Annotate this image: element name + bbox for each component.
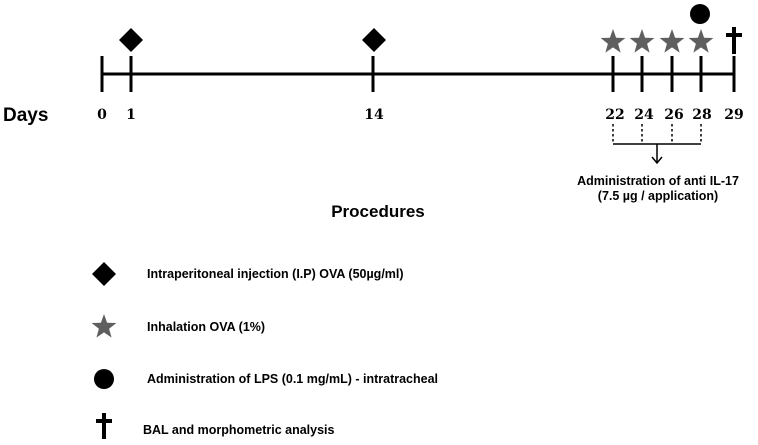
legend-text: Inhalation OVA (1%): [147, 320, 265, 334]
star-icon: [688, 29, 714, 53]
circle-icon: [94, 369, 114, 389]
legend-item: BAL and morphometric analysis: [96, 413, 335, 439]
diamond-icon: [119, 28, 143, 52]
day-label: 26: [664, 107, 683, 123]
legend: Intraperitoneal injection (I.P) OVA (50µ…: [91, 262, 438, 439]
day-label: 22: [605, 107, 624, 123]
star-icon: [600, 29, 626, 53]
legend-text: Intraperitoneal injection (I.P) OVA (50µ…: [147, 267, 404, 281]
day-label: 29: [724, 107, 743, 123]
legend-item: Inhalation OVA (1%): [91, 314, 265, 338]
day-labels: 0 1 14 22 24 26 28 29: [97, 107, 744, 123]
day-label: 28: [692, 107, 711, 123]
anti-il17-label-line2: (7.5 µg / application): [598, 189, 718, 203]
diamond-icon: [362, 28, 386, 52]
legend-text: BAL and morphometric analysis: [143, 423, 335, 437]
star-icon: [629, 29, 655, 53]
circle-icon: [690, 4, 710, 24]
diamond-icon: [362, 28, 386, 52]
timeline-ticks: [100, 56, 736, 92]
day-label: 1: [126, 107, 136, 123]
procedures-title: Procedures: [331, 202, 425, 221]
day-label: 24: [634, 107, 654, 123]
star-icon: [91, 314, 117, 338]
anti-il17-label-line1: Administration of anti IL-17: [577, 174, 739, 188]
anti-il17-bracket: [612, 124, 702, 165]
day-label: 14: [364, 107, 384, 123]
star-icon: [659, 29, 685, 53]
legend-text: Administration of LPS (0.1 mg/mL) - intr…: [147, 372, 438, 386]
day-label: 0: [97, 107, 107, 123]
diamond-icon: [119, 28, 143, 52]
cross-icon: [96, 413, 112, 439]
diamond-icon: [92, 262, 116, 286]
cross-icon: [726, 27, 742, 54]
legend-item: Intraperitoneal injection (I.P) OVA (50µ…: [92, 262, 404, 286]
star-markers: [600, 29, 714, 53]
legend-item: Administration of LPS (0.1 mg/mL) - intr…: [94, 369, 438, 389]
days-label: Days: [3, 105, 48, 126]
